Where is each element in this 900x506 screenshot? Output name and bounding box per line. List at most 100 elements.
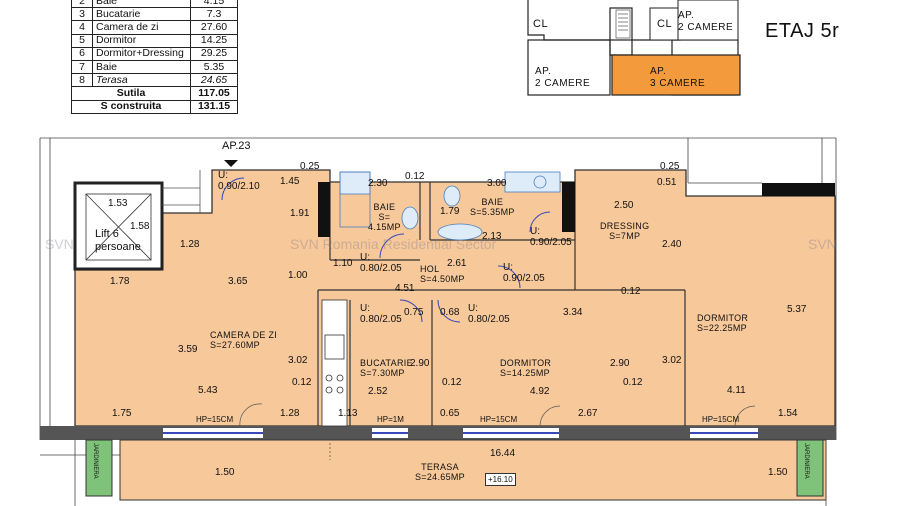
- dimension-label: 1.45: [280, 176, 300, 187]
- room-table-cell-name: Terasa: [92, 73, 191, 88]
- dimension-label: 0.25: [660, 161, 680, 172]
- dimension-label: 3.59: [178, 344, 198, 355]
- room-label-camera-de-zi: CAMERA DE ZI S=27.60MP: [210, 330, 278, 350]
- dimension-label: 1.79: [440, 206, 460, 217]
- dimension-label: 0.12: [442, 377, 462, 388]
- dimension-label: 4.92: [530, 386, 550, 397]
- planter-right: [796, 439, 824, 497]
- dimension-label: 0.75: [404, 307, 424, 318]
- window-label-2: HP=1M: [377, 415, 404, 424]
- watermark-left: SVN: [45, 236, 74, 252]
- door-label-dormitor-2: U: 0.90/2.05: [503, 262, 545, 284]
- dimension-label: 1.91: [290, 208, 310, 219]
- dimension-label: 0.65: [440, 408, 460, 419]
- dimension-label: 0.12: [292, 377, 312, 388]
- watermark-right: SVN: [808, 236, 837, 252]
- dimension-label: 1.75: [112, 408, 132, 419]
- level-marker: +16.10: [485, 473, 516, 486]
- dimension-label: 1.00: [288, 270, 308, 281]
- room-table-total-value: 117.05: [190, 86, 238, 101]
- key-plan-cl-left: CL: [533, 18, 549, 30]
- planter-left: [85, 439, 113, 497]
- key-plan-cl-right: CL: [657, 18, 673, 30]
- dimension-label: 1.13: [338, 408, 358, 419]
- door-label-entrance: U: 0.90/2.10: [218, 170, 260, 192]
- apartment-number-label: AP.23: [222, 140, 251, 152]
- key-plan-selected-apartment: [611, 54, 741, 96]
- door-label-baie-1: U: 0.80/2.05: [360, 252, 402, 274]
- room-table-total-value: 131.15: [190, 99, 238, 114]
- room-label-baie-2: BAIE S=5.35MP: [470, 197, 515, 217]
- dimension-label: 0.51: [657, 177, 677, 188]
- dimension-label: 3.02: [288, 355, 308, 366]
- planter-right-label: JARDINIERA: [803, 443, 809, 479]
- dimension-label: 2.50: [614, 200, 634, 211]
- watermark-main: SVN Romania Residential Sector: [290, 236, 497, 252]
- floor-label: ETAJ 5r: [765, 20, 840, 42]
- dimension-label: 3.34: [563, 307, 583, 318]
- door-label-dormitor-1: U: 0.80/2.05: [468, 303, 510, 325]
- dimension-label: 1.50: [768, 467, 788, 478]
- dimension-label: 2.30: [368, 178, 388, 189]
- room-label-bucatarie: BUCATARIE S=7.30MP: [360, 358, 413, 378]
- dimension-label: 2.13: [482, 231, 502, 242]
- dimension-label: 3.00: [487, 178, 507, 189]
- dimension-label: 2.90: [610, 358, 630, 369]
- room-label-dormitor-2: DORMITOR S=22.25MP: [697, 313, 749, 333]
- dimension-label: 2.67: [578, 408, 598, 419]
- dimension-label: 2.90: [410, 358, 430, 369]
- dimension-label: 1.54: [778, 408, 798, 419]
- room-label-hol: HOL S=4.50MP: [420, 264, 465, 284]
- key-plan-ap-left: AP. 2 CAMERE: [535, 66, 591, 89]
- room-label-dressing: DRESSING S=7MP: [600, 221, 650, 241]
- window-label-3: HP=15CM: [480, 415, 518, 424]
- dimension-label: 5.37: [787, 304, 807, 315]
- dimension-label: 1.58: [130, 221, 150, 232]
- key-plan: [527, 0, 741, 96]
- dimension-label: 1.10: [333, 258, 353, 269]
- dimension-label: 4.51: [395, 283, 415, 294]
- dimension-label: 2.52: [368, 386, 388, 397]
- dimension-label: 3.65: [228, 276, 248, 287]
- key-plan-ap-selected: AP. 3 CAMERE: [650, 66, 706, 89]
- dimension-label: 1.28: [180, 239, 200, 250]
- room-table-cell-name: Baie: [92, 59, 191, 75]
- door-label-bucatarie: U: 0.80/2.05: [360, 303, 402, 325]
- dimension-label: 4.11: [727, 385, 746, 396]
- room-table-cell-area: 5.35: [190, 59, 238, 75]
- room-label-dormitor-1: DORMITOR S=14.25MP: [500, 358, 552, 378]
- dimension-label: 3.02: [662, 355, 682, 366]
- dimension-label: 0.68: [440, 307, 460, 318]
- dimension-label: 1.50: [215, 467, 235, 478]
- key-plan-ap-top-right: AP. 2 CAMERE: [678, 10, 734, 33]
- room-label-baie-1: BAIE S= 4.15MP: [368, 202, 401, 232]
- dimension-label: 0.25: [300, 161, 320, 172]
- dimension-label: 5.43: [198, 385, 218, 396]
- dimension-label: 1.28: [280, 408, 300, 419]
- room-table-cell-area: 29.25: [190, 46, 238, 61]
- dimension-label: 0.12: [623, 377, 643, 388]
- dimension-label: 0.12: [405, 171, 425, 182]
- planter-left-label: JARDINIERA: [92, 443, 98, 479]
- lift-label: Lift 6 persoane: [95, 228, 141, 253]
- door-label-baie-2: U: 0.90/2.05: [530, 226, 572, 248]
- window-label-4: HP=15CM: [702, 415, 740, 424]
- dimension-label: 2.61: [447, 258, 467, 269]
- dimension-label: 1.78: [110, 276, 130, 287]
- room-table-cell-area: 24.65: [190, 73, 238, 88]
- window-label-1: HP=15CM: [196, 415, 234, 424]
- dimension-label: 16.44: [490, 448, 516, 459]
- room-label-terasa: TERASA S=24.65MP: [415, 462, 465, 482]
- dimension-label: 0.12: [621, 286, 641, 297]
- dimension-label: 1.53: [108, 198, 128, 209]
- dimension-label: 2.40: [662, 239, 682, 250]
